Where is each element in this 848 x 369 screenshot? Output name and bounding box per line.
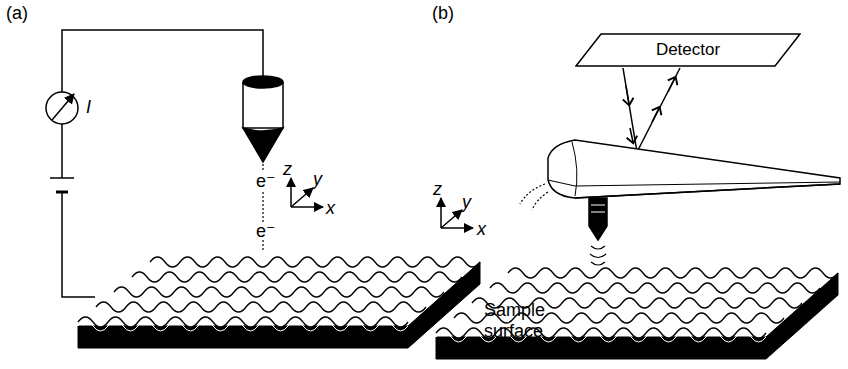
panel-label: (a): [6, 4, 28, 22]
sample-body: [78, 262, 480, 348]
electron-label: e⁻: [255, 172, 277, 190]
surface-wave: [150, 257, 480, 267]
axis-label: z: [433, 180, 442, 198]
surface-edge: [78, 321, 408, 331]
cantilever: [548, 140, 840, 198]
current-label: I: [86, 98, 91, 116]
detector-shape: [576, 34, 800, 66]
deflection: [532, 192, 548, 210]
tip-band: [591, 205, 605, 212]
wire: [62, 30, 263, 150]
axis: [291, 188, 313, 207]
surface-wave: [114, 287, 444, 297]
beam-arrow: [652, 108, 659, 122]
sample-body: [436, 273, 838, 359]
laser-beam: [623, 68, 637, 152]
tip-holder: [243, 82, 283, 128]
axis: [441, 227, 473, 229]
detector-label: Detector: [575, 40, 801, 60]
surface-wave: [508, 268, 838, 278]
sample: [436, 268, 838, 359]
beam-arrow: [668, 78, 675, 92]
axis: [290, 178, 292, 207]
ammeter-arrow: [52, 94, 74, 120]
axis: [441, 210, 462, 228]
surface-wave: [490, 283, 820, 293]
axis: [440, 198, 442, 228]
electron-label: e⁻: [255, 222, 277, 240]
deflection: [520, 184, 545, 204]
surface-wave: [132, 272, 462, 282]
wire: [62, 192, 95, 297]
afm-tip: [589, 198, 607, 240]
stm-tip: [243, 128, 283, 162]
sample: [78, 257, 480, 348]
surface-wave: [96, 302, 426, 312]
panel-label: (b): [432, 4, 454, 22]
axis-label: z: [283, 160, 292, 178]
cantilever-side: [548, 180, 840, 186]
axis-label: y: [462, 193, 471, 211]
interaction: [590, 246, 606, 265]
tip-holder-top: [243, 76, 283, 88]
beam-arrow: [630, 128, 633, 142]
ammeter: [46, 92, 78, 124]
laser-beam: [637, 68, 680, 152]
cantilever-curve: [572, 142, 577, 196]
wire: [61, 150, 63, 178]
axis: [291, 206, 323, 208]
axis-label: x: [477, 220, 486, 238]
beam-arrow: [626, 86, 629, 104]
axis-label: x: [326, 199, 335, 217]
detector-box: Detector: [575, 33, 801, 67]
battery-long-plate: [50, 177, 74, 179]
cantilever-edge: [575, 184, 840, 198]
axis-label: y: [313, 170, 322, 188]
battery-short-plate: [56, 191, 68, 194]
sample-label: Sample surface: [484, 300, 564, 341]
